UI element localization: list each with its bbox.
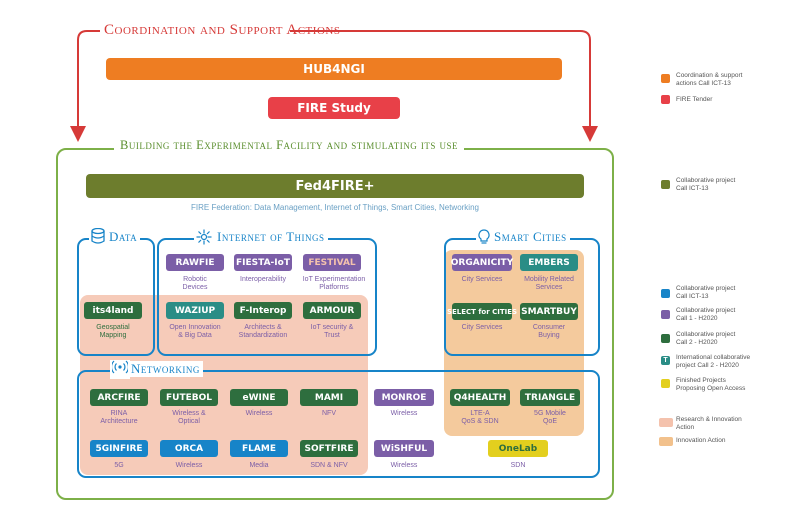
flame-desc: Media [249, 462, 269, 469]
legend-ria: Research & Innovation Action [676, 416, 742, 431]
facility-heading: Building the Experimental Facility and s… [114, 138, 465, 153]
legend-swatch-yellow [661, 379, 670, 388]
futebol-desc: Wireless & Optical [172, 410, 206, 425]
project-embers[interactable]: EMBERS [520, 254, 578, 271]
project-rawfie[interactable]: RAWFIE [166, 254, 224, 271]
project-select-for-cities[interactable]: SELECT for CITIES [447, 303, 517, 320]
project-waziup[interactable]: WAZIUP [166, 302, 224, 319]
project-flame[interactable]: FLAME [230, 440, 288, 457]
legend-swatch-tan [659, 437, 673, 446]
project-ewine[interactable]: eWINE [230, 389, 288, 406]
project-wishful[interactable]: WiSHFUL [374, 440, 434, 457]
legend-swatch-orange [661, 74, 670, 83]
legend-swatch-salmon [659, 418, 673, 427]
project-arcfire[interactable]: ARCFIRE [90, 389, 148, 406]
networking-section [77, 370, 600, 478]
legend-intl-collab: International collaborative project Call… [676, 354, 751, 369]
project-f-interop[interactable]: F-Interop [234, 302, 292, 319]
networking-heading: Networking [128, 361, 203, 377]
legend-ia: Innovation Action [676, 437, 726, 444]
onelab-desc: SDN [510, 462, 526, 469]
coordination-heading: Coordination and Support Actions [104, 22, 341, 38]
lightbulb-icon [476, 229, 492, 250]
database-icon [89, 227, 107, 249]
project-triangle[interactable]: TRIANGLE [520, 389, 580, 406]
triangle-desc: 5G Mobile QoE [534, 410, 566, 425]
fed4fire-bar[interactable]: Fed4FIRE+ [86, 174, 584, 198]
wireless-icon [110, 360, 130, 379]
iot-icon [194, 229, 214, 250]
hub4ngi-bar[interactable]: HUB4NGI [106, 58, 562, 80]
project-futebol[interactable]: FUTEBOL [160, 389, 218, 406]
project-smartbuy[interactable]: SMARTBUY [520, 303, 578, 320]
smart-cities-heading: Smart Cities [491, 229, 570, 245]
project-q4health[interactable]: Q4HEALTH [450, 389, 510, 406]
legend-collab-call2: Collaborative project Call 2 - H2020 [676, 331, 736, 346]
data-heading: Data [106, 229, 141, 245]
project-its4land[interactable]: its4land [84, 302, 142, 319]
project-organicity[interactable]: ORGANICITY [451, 254, 513, 271]
legend-swatch-blue [661, 289, 670, 298]
legend-collab-call1: Collaborative project Call 1 - H2020 [676, 307, 736, 322]
q4health-desc: LTE-A QoS & SDN [461, 410, 499, 425]
project-5ginfire[interactable]: 5GINFIRE [90, 440, 148, 457]
smartbuy-desc: Consumer Buying [532, 324, 566, 339]
festival-desc: IoT Experimentation Platforms [302, 276, 366, 291]
project-armour[interactable]: ARMOUR [303, 302, 361, 319]
5ginfire-desc: 5G [114, 462, 124, 469]
legend: Coordination & support actions Call ICT-… [655, 70, 795, 450]
legend-swatch-dark-green [661, 334, 670, 343]
project-monroe[interactable]: MONROE [374, 389, 434, 406]
select-for-cities-desc: City Services [461, 324, 503, 331]
legend-swatch-olive [661, 180, 670, 189]
its4land-desc: Geospatial Mapping [96, 324, 130, 339]
legend-collab-ict13-a: Collaborative project Call ICT-13 [676, 177, 736, 192]
legend-csa: Coordination & support actions Call ICT-… [676, 72, 743, 87]
legend-swatch-teal: T [661, 356, 670, 365]
waziup-desc: Open Innovation & Big Data [169, 324, 221, 339]
project-onelab[interactable]: OneLab [488, 440, 548, 457]
project-fiesta-iot[interactable]: FIESTA-IoT [234, 254, 292, 271]
legend-swatch-red [661, 95, 670, 104]
f-interop-desc: Architects & Standardization [238, 324, 288, 339]
fire-study-bar[interactable]: FIRE Study [268, 97, 400, 119]
legend-collab-ict13-b: Collaborative project Call ICT-13 [676, 285, 736, 300]
mami-desc: NFV [322, 410, 336, 417]
rawfie-desc: Robotic Devices [182, 276, 208, 291]
legend-fire-tender: FIRE Tender [676, 96, 713, 103]
iot-heading: Internet of Things [214, 229, 328, 245]
organicity-desc: City Services [461, 276, 503, 283]
legend-swatch-purple [661, 310, 670, 319]
orca-desc: Wireless [175, 462, 203, 469]
ewine-desc: Wireless [245, 410, 273, 417]
wishful-desc: Wireless [390, 462, 418, 469]
federation-text: FIRE Federation: Data Management, Intern… [191, 203, 479, 212]
project-festival[interactable]: FESTIVAL [303, 254, 361, 271]
legend-finished: Finished Projects Proposing Open Access [676, 377, 746, 392]
monroe-desc: Wireless [390, 410, 418, 417]
arcfire-desc: RINA Architecture [100, 410, 138, 425]
softfire-desc: SDN & NFV [310, 462, 348, 469]
project-softfire[interactable]: SOFTFIRE [300, 440, 358, 457]
project-mami[interactable]: MAMI [300, 389, 358, 406]
armour-desc: IoT security & Trust [310, 324, 354, 339]
project-orca[interactable]: ORCA [160, 440, 218, 457]
fiesta-iot-desc: Interoperability [240, 276, 286, 283]
embers-desc: Mobility Related Services [524, 276, 574, 291]
